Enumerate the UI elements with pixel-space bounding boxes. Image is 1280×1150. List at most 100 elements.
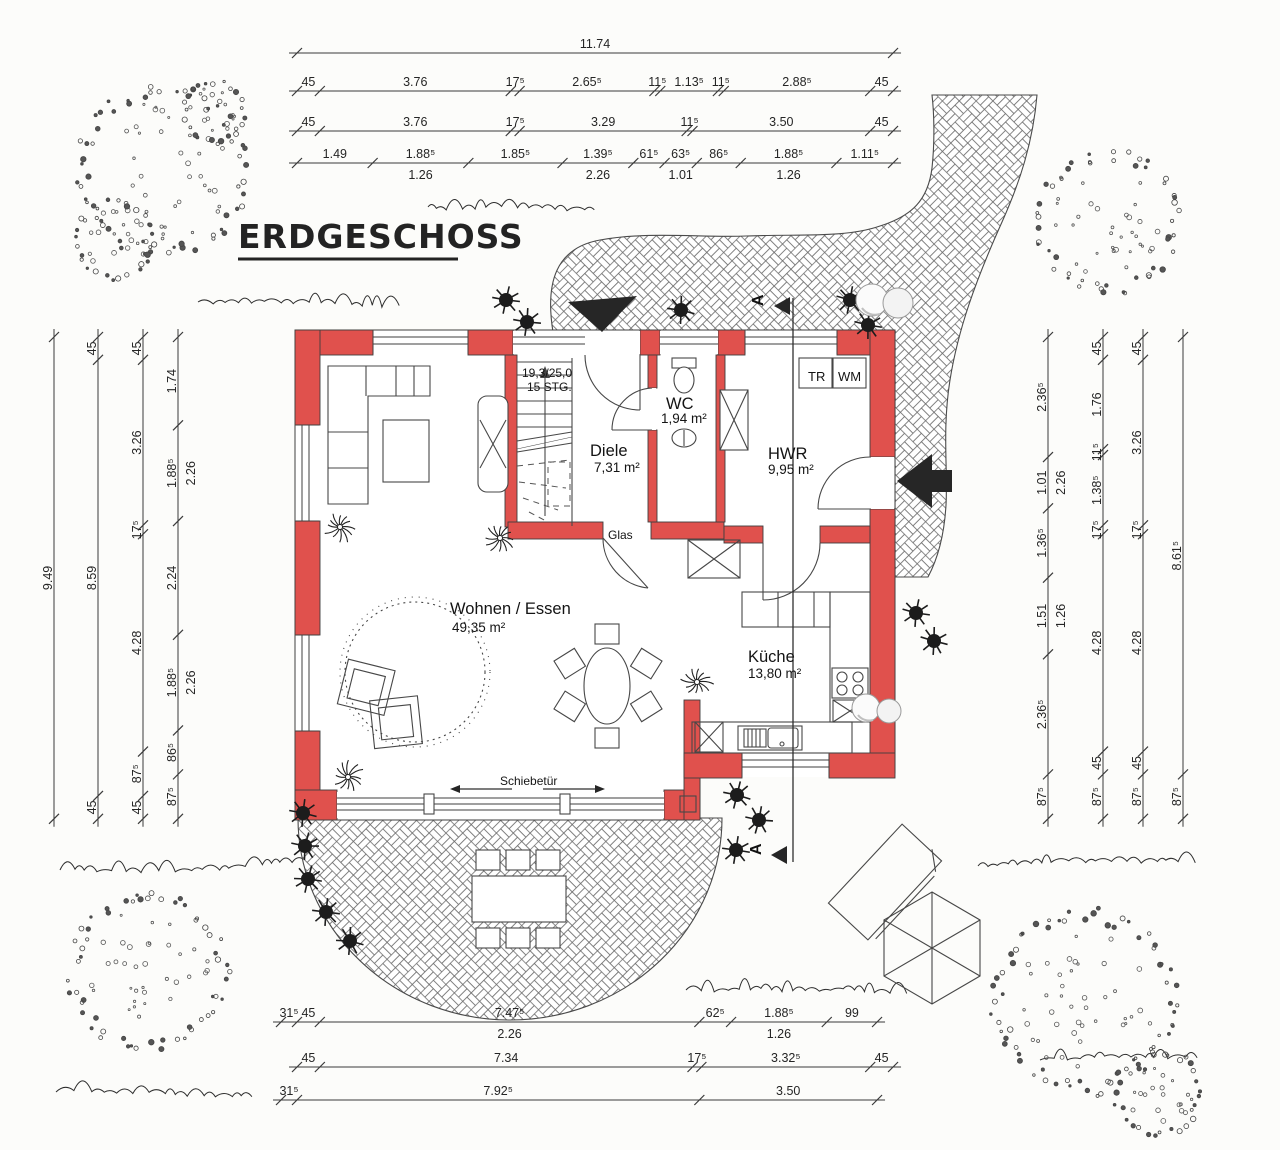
dim-label: 86⁵ — [165, 743, 179, 762]
dim-tick — [172, 813, 184, 825]
tree-dot — [142, 989, 147, 995]
tree-dot — [1009, 960, 1017, 967]
bush-star — [920, 626, 948, 656]
tree-dot — [1077, 1039, 1083, 1044]
dim-tick — [864, 125, 876, 137]
tree-dot — [133, 206, 140, 214]
dryer-label: TR — [808, 369, 825, 384]
tree-dot — [1197, 1089, 1203, 1094]
tree-dot — [1069, 969, 1074, 973]
tree-dot — [181, 116, 188, 123]
tree-dot — [1160, 1118, 1167, 1124]
tree-dot — [1170, 218, 1175, 223]
room-area-hwr: 9,95 m² — [768, 462, 814, 477]
tree-dot — [1040, 1067, 1045, 1072]
tree-dot — [75, 244, 80, 249]
tree-dot — [989, 1012, 993, 1016]
tree-dot — [1157, 1033, 1161, 1038]
dim-tick — [314, 1061, 326, 1073]
tree-dot — [92, 268, 99, 275]
tree-dot — [203, 183, 207, 188]
dim-label: 1.49 — [323, 147, 347, 161]
tree-dot — [172, 245, 176, 249]
tree-dot — [111, 278, 116, 283]
dim-tick — [1097, 449, 1109, 461]
tree-dot — [148, 245, 153, 249]
tree-dot — [93, 113, 98, 118]
tree-dot — [1110, 149, 1116, 155]
dim-tick — [48, 813, 60, 825]
tree-dot — [215, 209, 221, 214]
tree-dot — [1066, 956, 1073, 962]
tree-dot — [1183, 1123, 1190, 1129]
tree-dot — [138, 261, 145, 268]
tree-dot — [1111, 158, 1117, 164]
tree-dot — [85, 937, 90, 942]
tree-dot — [1148, 249, 1153, 254]
tree-dot — [95, 126, 101, 132]
tree-dot — [233, 126, 239, 132]
tree-dot — [119, 245, 124, 251]
tree-dot — [1171, 199, 1178, 206]
tree-dot — [993, 975, 1000, 981]
tree-dot — [1135, 1061, 1141, 1067]
tree-dot — [210, 232, 216, 238]
tree-dot — [1136, 966, 1143, 972]
tree-dot — [229, 139, 234, 144]
room-area-kueche: 13,80 m² — [748, 666, 802, 681]
tree-dot — [126, 944, 133, 950]
stairs-label-1: 19,3/25,0 — [522, 366, 572, 380]
tree-dot — [1107, 1079, 1114, 1086]
tree-dot — [143, 239, 149, 245]
dim-tick — [367, 157, 379, 169]
tree-dot — [1183, 1054, 1189, 1060]
tree-dot — [996, 1019, 1002, 1025]
tree-dot — [1032, 1073, 1036, 1077]
tree-dot — [142, 94, 149, 100]
dim-label: 1.88⁵ — [165, 458, 179, 488]
flower-center — [345, 774, 351, 780]
tree-dot — [87, 251, 92, 256]
dim-label: 1.88⁵ — [774, 147, 804, 161]
dim-tick — [1177, 813, 1189, 825]
dim-tick — [291, 125, 303, 137]
tree-dot — [183, 1036, 187, 1041]
dim-label: 1.38⁵ — [1090, 475, 1104, 505]
tree-dot — [207, 188, 212, 193]
tree-dot — [223, 102, 228, 107]
grass-tuft — [427, 198, 595, 212]
dim-tick — [1097, 528, 1109, 540]
dim-label: 45 — [875, 115, 889, 129]
dim-label: 7.47⁵ — [495, 1006, 525, 1020]
tree-dot — [100, 939, 106, 945]
tree-dot — [74, 989, 80, 995]
tree-dot — [206, 106, 211, 111]
tree-dot — [133, 964, 139, 970]
dim-label: 3.76 — [403, 115, 427, 129]
tree-dot — [105, 197, 111, 203]
dim-tick — [695, 1061, 707, 1073]
tree-dot — [193, 917, 199, 923]
tree-dot — [215, 141, 220, 147]
dim-tick — [1137, 331, 1149, 343]
tree-dot — [1035, 213, 1042, 220]
staircase — [516, 358, 573, 526]
tree-dot — [145, 895, 151, 902]
dim-tick — [1097, 443, 1109, 455]
tree-dot — [1142, 1067, 1148, 1072]
tree-dot — [90, 258, 96, 264]
tree-dot — [204, 967, 210, 974]
tree-dot — [95, 229, 102, 236]
tree-dot — [105, 273, 110, 278]
tree-dot — [177, 895, 183, 902]
tree-dot — [203, 81, 208, 86]
dim-tick — [291, 47, 303, 59]
tree-dot — [145, 259, 150, 264]
tree-dot — [1095, 905, 1101, 911]
tree-dot — [1083, 1005, 1089, 1011]
tree-dot — [99, 218, 104, 223]
tree-dot — [75, 180, 80, 185]
grass-tuft — [977, 851, 1196, 868]
